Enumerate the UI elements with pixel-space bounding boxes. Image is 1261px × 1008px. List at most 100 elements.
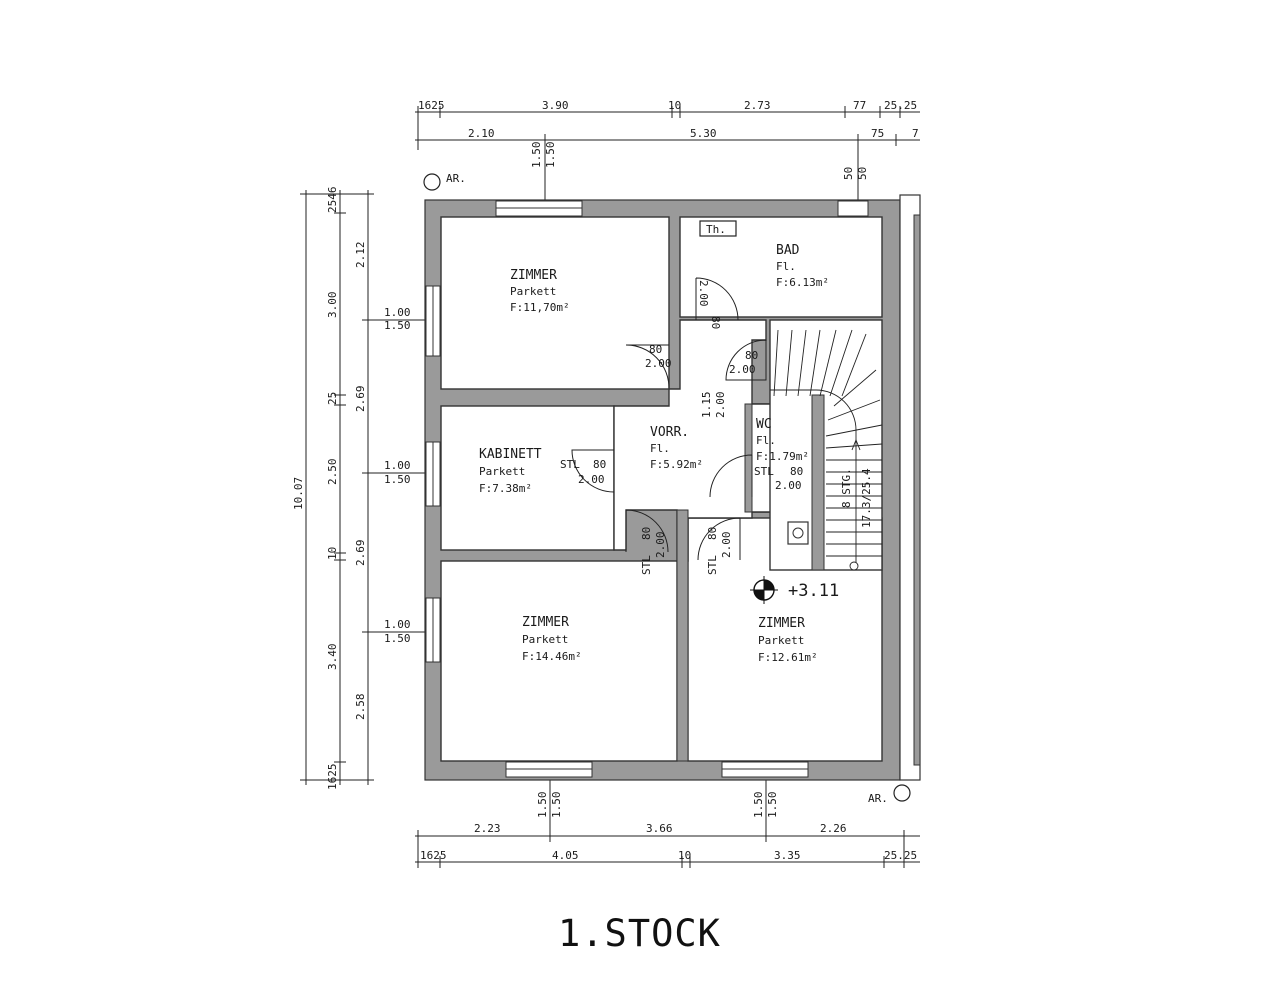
room-zimmer-1-floor: Parkett: [510, 285, 556, 298]
win-dim-top-right-a: 50: [842, 167, 855, 180]
svg-text:80: 80: [709, 316, 722, 329]
walls: [424, 194, 921, 781]
dim-top-9: 75: [871, 127, 884, 140]
svg-text:80: 80: [745, 349, 758, 362]
dim-bottom-5: 4.05: [552, 849, 579, 862]
win-dim-left-1a: 1.00: [384, 306, 411, 319]
dim-left-inner-1: 2.12: [354, 242, 367, 269]
svg-text:80: 80: [790, 465, 803, 478]
svg-text:AR.: AR.: [446, 172, 466, 185]
level-mark-text: +3.11: [788, 581, 839, 601]
room-labels: ZIMMER Parkett F:11,70m² BAD Fl. F:6.13m…: [479, 243, 829, 664]
svg-text:2.00: 2.00: [729, 363, 756, 376]
room-zimmer-2-name: ZIMMER: [522, 615, 569, 630]
dim-top-1: 1625: [418, 99, 445, 112]
top-dimension-lines: 1625 3.90 10 2.73 77 25.25 2.10 5.30 75 …: [415, 99, 920, 205]
dim-bottom-1: 2.23: [474, 822, 501, 835]
svg-text:STL: STL: [754, 465, 774, 478]
room-zimmer-1-name: ZIMMER: [510, 268, 557, 283]
dim-left-mid-2: 3.00: [326, 292, 339, 319]
room-bad-area: F:6.13m²: [776, 276, 829, 289]
room-kabinett-area: F:7.38m²: [479, 482, 532, 495]
room-vorr-name: VORR.: [650, 425, 689, 440]
dim-bottom-7: 3.35: [774, 849, 801, 862]
win-dim-left-2b: 1.50: [384, 473, 411, 486]
door-wc: [709, 454, 753, 498]
room-zimmer-2-floor: Parkett: [522, 633, 568, 646]
room-kabinett-name: KABINETT: [479, 447, 542, 462]
door-kabinett: [571, 449, 615, 493]
svg-text:AR.: AR.: [868, 792, 888, 805]
dim-top-4: 2.73: [744, 99, 771, 112]
room-kabinett: [440, 405, 615, 551]
dim-top-5: 77: [853, 99, 866, 112]
win-dim-left-2a: 1.00: [384, 459, 411, 472]
room-bad-floor: Fl.: [776, 260, 796, 273]
dim-left-mid-1: 2546: [326, 187, 339, 214]
windows: [425, 200, 869, 778]
dim-left-mid-4: 2.50: [326, 459, 339, 486]
room-vorr-floor: Fl.: [650, 442, 670, 455]
staircase: [770, 329, 883, 571]
dim-top-6: 25.25: [884, 99, 917, 112]
svg-text:80: 80: [640, 527, 653, 540]
dim-left-mid-3: 25: [326, 392, 339, 405]
ar-marker-top: AR.: [423, 172, 466, 191]
door-bad: [695, 277, 739, 321]
dim-left-inner-2: 2.69: [354, 386, 367, 413]
stair-ratio: 17.3/25.4: [860, 468, 873, 528]
room-zimmer-3-floor: Parkett: [758, 634, 804, 647]
room-zimmer-2: [440, 560, 678, 762]
dim-top-10: 7: [912, 127, 919, 140]
room-zimmer-3-area: F:12.61m²: [758, 651, 818, 664]
room-wc-floor: Fl.: [756, 434, 776, 447]
door-dimension-labels: 80 2.00 80 2.00 80 2.00 1.15 2.00 STL 80…: [560, 280, 803, 575]
level-marker-icon: [750, 576, 778, 604]
svg-text:STL: STL: [560, 458, 580, 471]
svg-text:1.15: 1.15: [700, 392, 713, 419]
dim-left-inner-3: 2.69: [354, 540, 367, 567]
win-dim-top-left-b: 1.50: [544, 142, 557, 169]
room-wc-area: F:1.79m²: [756, 450, 809, 463]
thermostat-label: Th.: [699, 220, 737, 237]
dim-bottom-2: 3.66: [646, 822, 673, 835]
win-dim-left-3b: 1.50: [384, 632, 411, 645]
room-kabinett-floor: Parkett: [479, 465, 525, 478]
floor-title: 1.STOCK: [558, 912, 721, 955]
svg-text:STL: STL: [640, 555, 653, 575]
win-dim-left-3a: 1.00: [384, 618, 411, 631]
svg-text:2.00: 2.00: [578, 473, 605, 486]
ar-marker-bottom: AR.: [868, 784, 911, 805]
room-vorr-area: F:5.92m²: [650, 458, 703, 471]
dim-bottom-6: 10: [678, 849, 691, 862]
svg-text:2.00: 2.00: [720, 532, 733, 559]
room-zimmer-1: [440, 216, 670, 390]
dim-left-inner-4: 2.58: [354, 694, 367, 721]
svg-text:80: 80: [706, 527, 719, 540]
svg-text:2.00: 2.00: [645, 357, 672, 370]
svg-text:2.00: 2.00: [697, 280, 710, 307]
win-dim-top-left-a: 1.50: [530, 142, 543, 169]
dim-bottom-3: 2.26: [820, 822, 847, 835]
svg-text:2.00: 2.00: [654, 532, 667, 559]
svg-text:STL: STL: [706, 555, 719, 575]
dim-top-7: 2.10: [468, 127, 495, 140]
svg-text:2.00: 2.00: [775, 479, 802, 492]
bottom-dimension-lines: 2.23 3.66 2.26 1625 4.05 10 3.35 25.25 1…: [415, 770, 920, 868]
dim-left-mid-7: 1625: [326, 764, 339, 791]
dim-left-mid-6: 3.40: [326, 644, 339, 671]
win-dim-left-1b: 1.50: [384, 319, 411, 332]
door-zimmer-3: [697, 517, 741, 561]
dim-bottom-8: 25.25: [884, 849, 917, 862]
dim-left-total: 10.07: [292, 477, 305, 510]
stair-steps: 8 STG.: [840, 468, 853, 508]
room-zimmer-2-area: F:14.46m²: [522, 650, 582, 663]
shaft-icon: [787, 521, 809, 545]
win-dim-bottom-right-b: 1.50: [766, 792, 779, 819]
door-wc-upper: [725, 339, 767, 381]
win-dim-bottom-left-b: 1.50: [550, 792, 563, 819]
win-dim-top-right-b: 50: [856, 167, 869, 180]
room-bad-name: BAD: [776, 243, 800, 258]
door-zimmer-1: [625, 344, 670, 389]
